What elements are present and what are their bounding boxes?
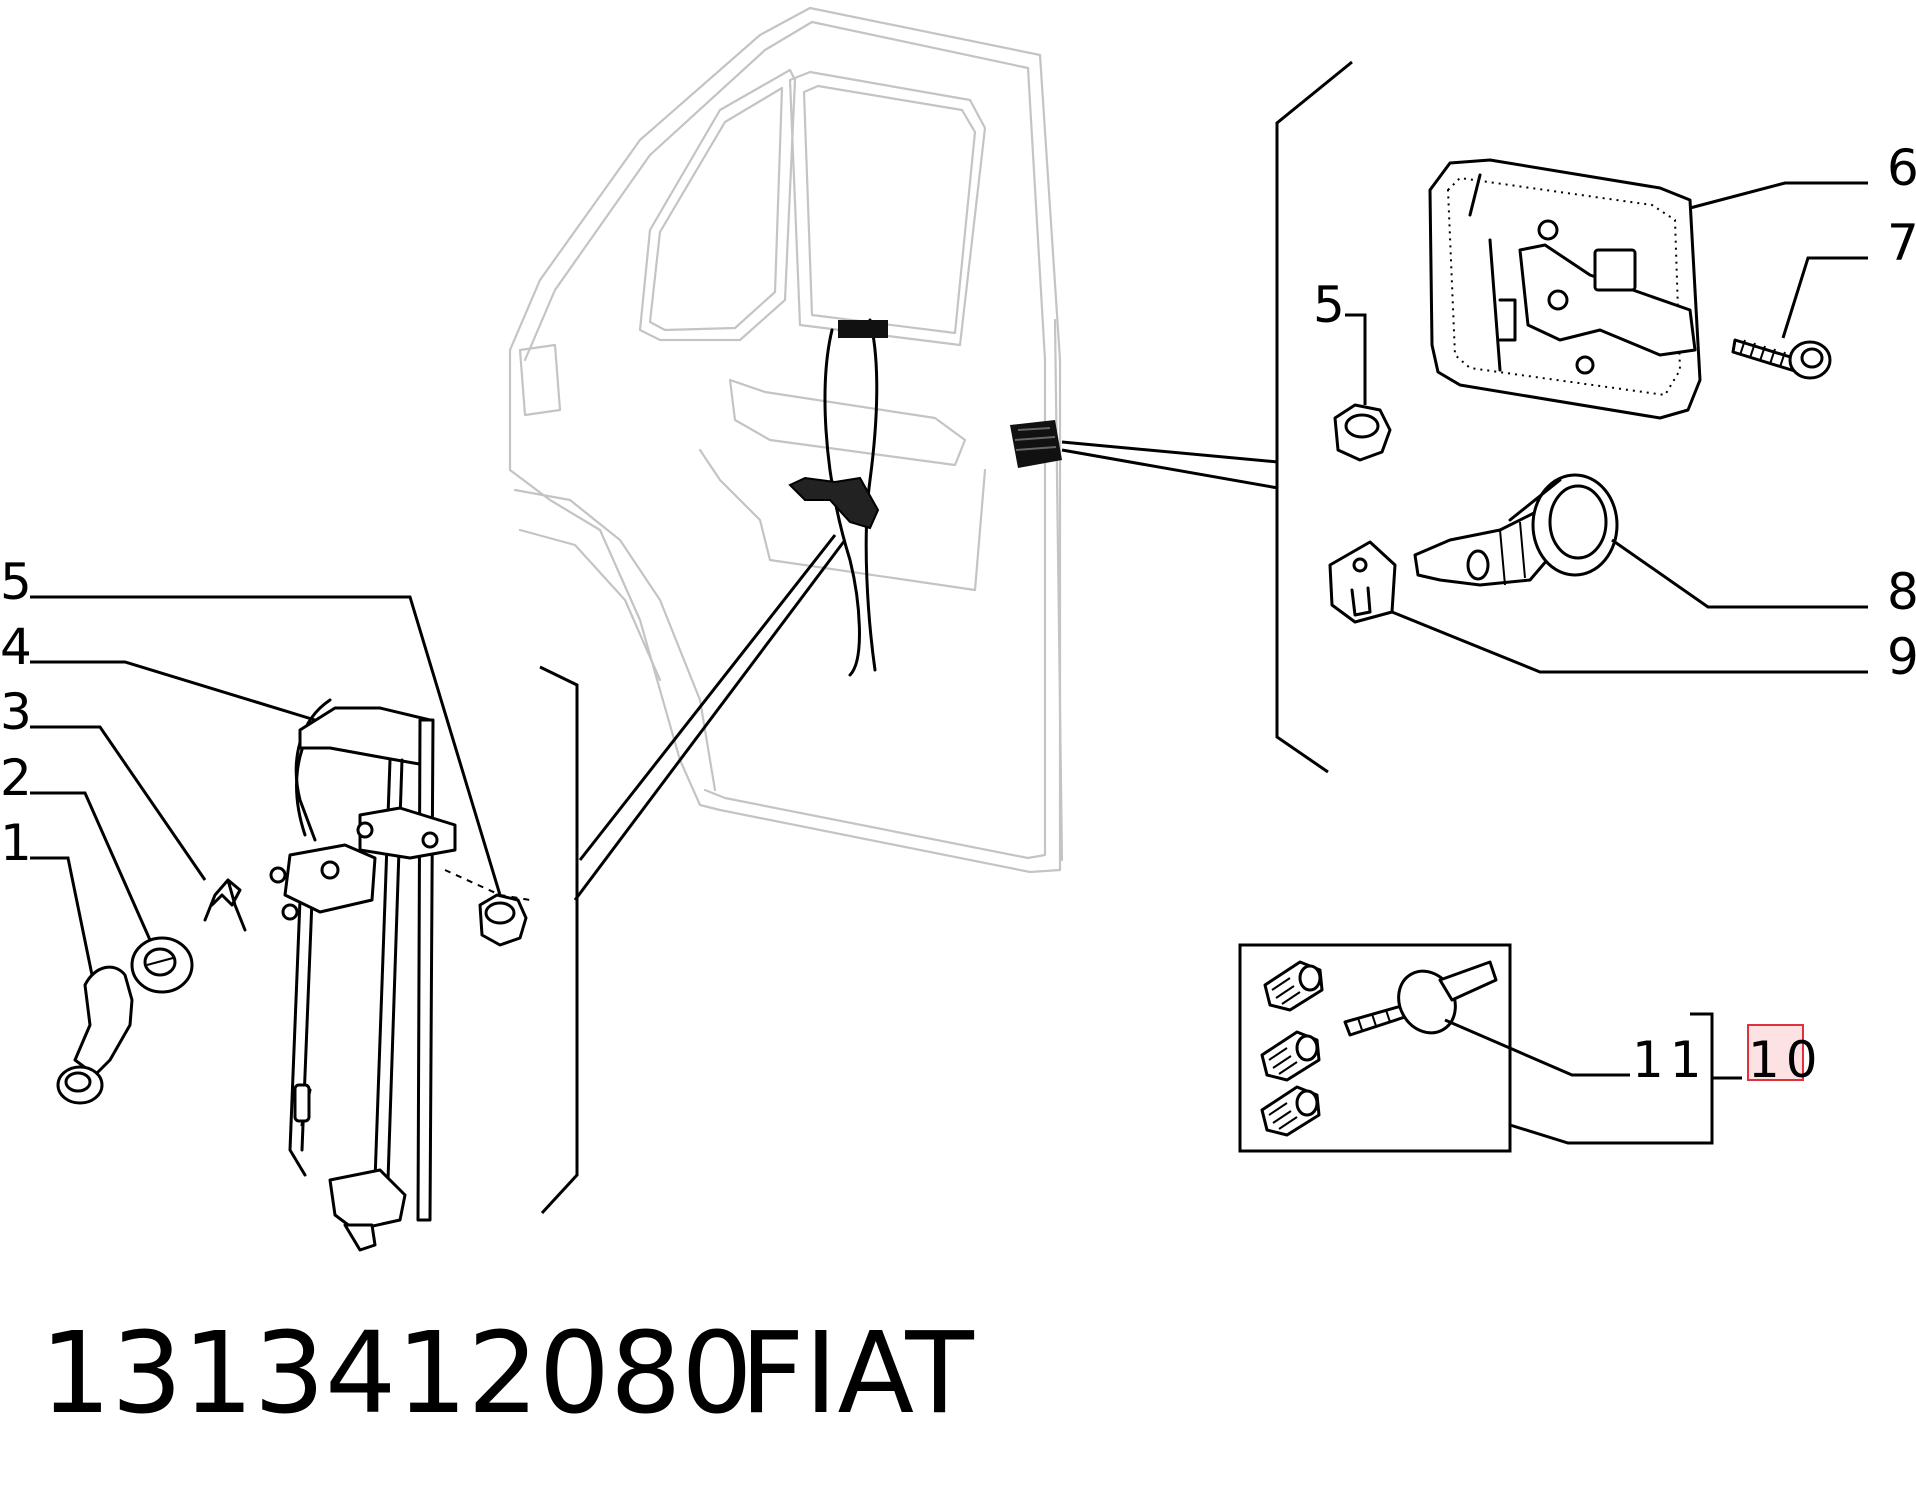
callout-7: 7 (1887, 214, 1916, 272)
part-number: 1313412080 (40, 1309, 753, 1439)
retaining-plate (1328, 540, 1397, 624)
callout-8: 8 (1887, 563, 1916, 621)
callout-11: 11 (1632, 1031, 1708, 1089)
door-lock-block (1010, 420, 1062, 468)
door-handle-sketch (788, 318, 888, 677)
lock-mechanism (1428, 158, 1702, 420)
callout-3: 3 (0, 683, 32, 741)
kit-key (1343, 960, 1498, 1037)
right-bracket (1275, 60, 1353, 774)
callout-9: 9 (1887, 628, 1916, 686)
kit-cylinder-3 (1260, 1085, 1321, 1137)
callout-labels: 1 2 3 4 5 5 6 7 8 9 11 10 (0, 139, 1916, 1089)
footer: 1313412080 FIAT (40, 1309, 974, 1439)
lock-screw (1731, 338, 1832, 380)
bushing (130, 936, 194, 994)
callout-10: 10 (1748, 1031, 1824, 1089)
highlight-box-10 (1747, 1024, 1804, 1081)
lock-cylinder (1413, 473, 1619, 587)
callout-4: 4 (0, 618, 32, 676)
lock-nut (1333, 403, 1392, 462)
regulator-nut (444, 869, 531, 947)
spring-clip (203, 878, 247, 932)
leader-lines (30, 181, 1868, 1145)
left-bracket (539, 665, 579, 1215)
window-regulator (269, 698, 457, 1252)
brand-name: FIAT (740, 1309, 974, 1439)
callout-5-right: 5 (1313, 276, 1345, 334)
kit-cylinder-1 (1263, 960, 1324, 1012)
callout-6: 6 (1887, 139, 1916, 197)
crank-handle (56, 965, 134, 1105)
callout-1: 1 (0, 814, 32, 872)
door-leader-lines (573, 440, 1279, 901)
door-outline (508, 6, 1064, 874)
kit-cylinder-2 (1260, 1030, 1321, 1082)
lock-kit-box (1238, 943, 1512, 1153)
callout-2: 2 (0, 749, 32, 807)
callout-5-left: 5 (0, 553, 32, 611)
